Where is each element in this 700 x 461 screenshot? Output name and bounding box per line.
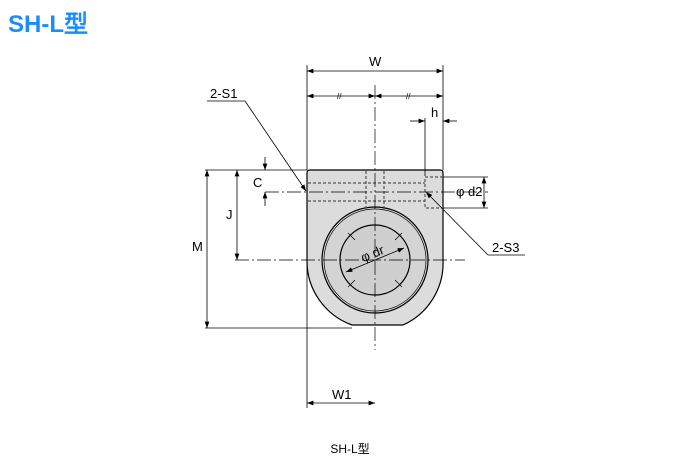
dim-d2: φ d2 [456, 184, 483, 199]
label-S1: 2-S1 [210, 86, 237, 101]
dim-J: J [226, 207, 233, 222]
equal-mark-left: // [337, 92, 342, 101]
dimension-W1: W1 [306, 260, 375, 408]
hidden-bolt-holes [308, 171, 443, 210]
dimension-W: W // // [306, 54, 444, 170]
label-S3: 2-S3 [492, 240, 519, 255]
equal-mark-right: // [406, 92, 411, 101]
dimension-d2: φ d2 [443, 176, 488, 209]
dim-W1: W1 [332, 387, 352, 402]
dimension-h: h [410, 105, 457, 176]
page-title: SH-L型 [8, 11, 88, 38]
dim-h: h [431, 105, 438, 120]
dim-C: C [253, 175, 262, 190]
dimensions-C-J-M: C J M [192, 157, 352, 329]
dim-M: M [192, 239, 203, 254]
dim-W: W [369, 54, 382, 69]
leader-S3: 2-S3 [425, 191, 525, 256]
slit-marks [347, 232, 403, 288]
figure-caption: SH-L型 [330, 442, 370, 456]
leader-S1: 2-S1 [207, 86, 307, 192]
